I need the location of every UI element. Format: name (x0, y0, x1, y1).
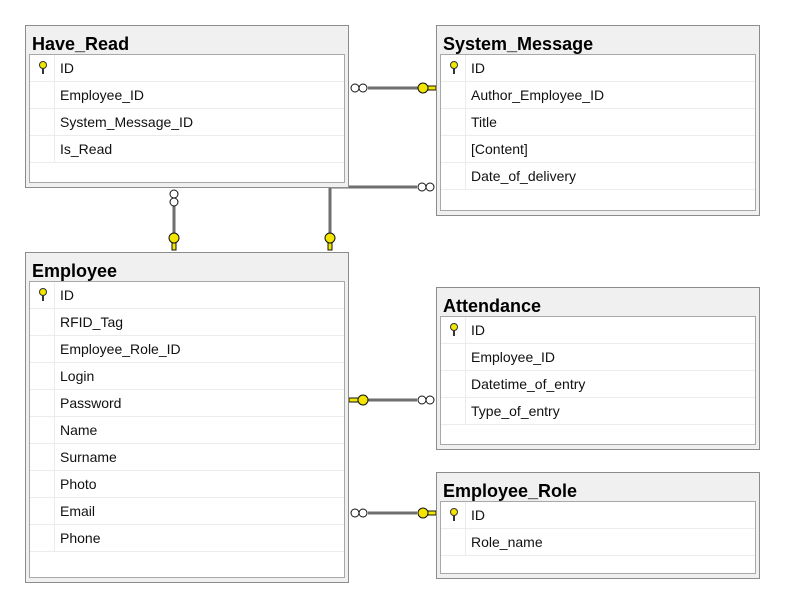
column-grid: ID Employee_ID System_Message_ID Is_Read (29, 54, 345, 183)
column-row[interactable]: ID (30, 55, 344, 82)
column-name: Title (471, 114, 497, 130)
column-name: Type_of_entry (471, 403, 560, 419)
column-row[interactable]: ID (441, 317, 755, 344)
column-name: RFID_Tag (60, 314, 124, 330)
table-employee[interactable]: Employee ID RFID_Tag Employee_Role_ID Lo… (25, 252, 349, 583)
column-row[interactable]: [Content] (441, 136, 755, 163)
table-have-read[interactable]: Have_Read ID Employee_ID System_Message_… (25, 25, 349, 188)
column-row[interactable]: Role_name (441, 529, 755, 556)
column-row[interactable]: Photo (30, 471, 344, 498)
infinity-symbol-icon (417, 182, 435, 192)
column-row[interactable]: Employee_Role_ID (30, 336, 344, 363)
key-icon (417, 82, 437, 94)
column-name: Employee_Role_ID (60, 341, 181, 357)
key-icon (348, 394, 369, 406)
primary-key-icon (39, 288, 47, 301)
column-name: ID (471, 60, 485, 76)
column-row[interactable]: RFID_Tag (30, 309, 344, 336)
column-row[interactable]: Datetime_of_entry (441, 371, 755, 398)
infinity-symbol-icon (350, 83, 368, 93)
column-row[interactable]: Email (30, 498, 344, 525)
column-name: Phone (60, 530, 101, 546)
column-row[interactable]: Author_Employee_ID (441, 82, 755, 109)
column-name: Email (60, 503, 96, 519)
column-name: ID (471, 507, 485, 523)
column-grid: ID RFID_Tag Employee_Role_ID Login Passw… (29, 281, 345, 578)
table-title: System_Message (443, 34, 594, 54)
column-row[interactable]: ID (30, 282, 344, 309)
column-name: System_Message_ID (60, 114, 194, 130)
column-name: Name (60, 422, 98, 438)
table-title: Employee (32, 261, 118, 281)
column-name: [Content] (471, 141, 528, 157)
table-system-message[interactable]: System_Message ID Author_Employee_ID Tit… (436, 25, 760, 216)
column-name: Surname (60, 449, 117, 465)
column-grid: ID Employee_ID Datetime_of_entry Type_of… (440, 316, 756, 445)
column-row[interactable]: Name (30, 417, 344, 444)
column-name: Author_Employee_ID (471, 87, 605, 103)
column-row[interactable]: System_Message_ID (30, 109, 344, 136)
column-row[interactable]: Type_of_entry (441, 398, 755, 425)
column-name: Is_Read (60, 141, 113, 157)
column-name: Login (60, 368, 95, 384)
column-name: Employee_ID (471, 349, 556, 365)
column-row[interactable]: Title (441, 109, 755, 136)
column-name: ID (60, 60, 74, 76)
infinity-symbol-icon (350, 508, 368, 518)
column-row[interactable]: Date_of_delivery (441, 163, 755, 190)
column-grid: ID Author_Employee_ID Title [Content] Da… (440, 54, 756, 211)
primary-key-icon (450, 508, 458, 521)
column-row[interactable]: Surname (30, 444, 344, 471)
primary-key-icon (39, 61, 47, 74)
column-name: Password (60, 395, 122, 411)
table-title: Employee_Role (443, 481, 578, 501)
primary-key-icon (450, 61, 458, 74)
column-row[interactable]: Employee_ID (30, 82, 344, 109)
column-name: ID (471, 322, 485, 338)
table-title: Have_Read (32, 34, 130, 54)
table-title: Attendance (443, 296, 542, 316)
column-row[interactable]: Phone (30, 525, 344, 552)
column-name: Date_of_delivery (471, 168, 577, 184)
infinity-symbol-icon (169, 189, 179, 207)
infinity-symbol-icon (417, 395, 435, 405)
column-name: Employee_ID (60, 87, 145, 103)
primary-key-icon (450, 323, 458, 336)
key-icon (417, 507, 437, 519)
table-attendance[interactable]: Attendance ID Employee_ID Datetime_of_en… (436, 287, 760, 450)
column-grid: ID Role_name (440, 501, 756, 574)
column-name: Datetime_of_entry (471, 376, 586, 392)
column-name: ID (60, 287, 74, 303)
column-row[interactable]: Employee_ID (441, 344, 755, 371)
key-icon (324, 232, 336, 251)
column-row[interactable]: Login (30, 363, 344, 390)
key-icon (168, 232, 180, 251)
column-name: Role_name (471, 534, 543, 550)
table-employee-role[interactable]: Employee_Role ID Role_name (436, 472, 760, 579)
column-row[interactable]: ID (441, 502, 755, 529)
column-row[interactable]: Is_Read (30, 136, 344, 163)
rel-system-message-employee (328, 185, 417, 236)
column-name: Photo (60, 476, 97, 492)
column-row[interactable]: Password (30, 390, 344, 417)
column-row[interactable]: ID (441, 55, 755, 82)
